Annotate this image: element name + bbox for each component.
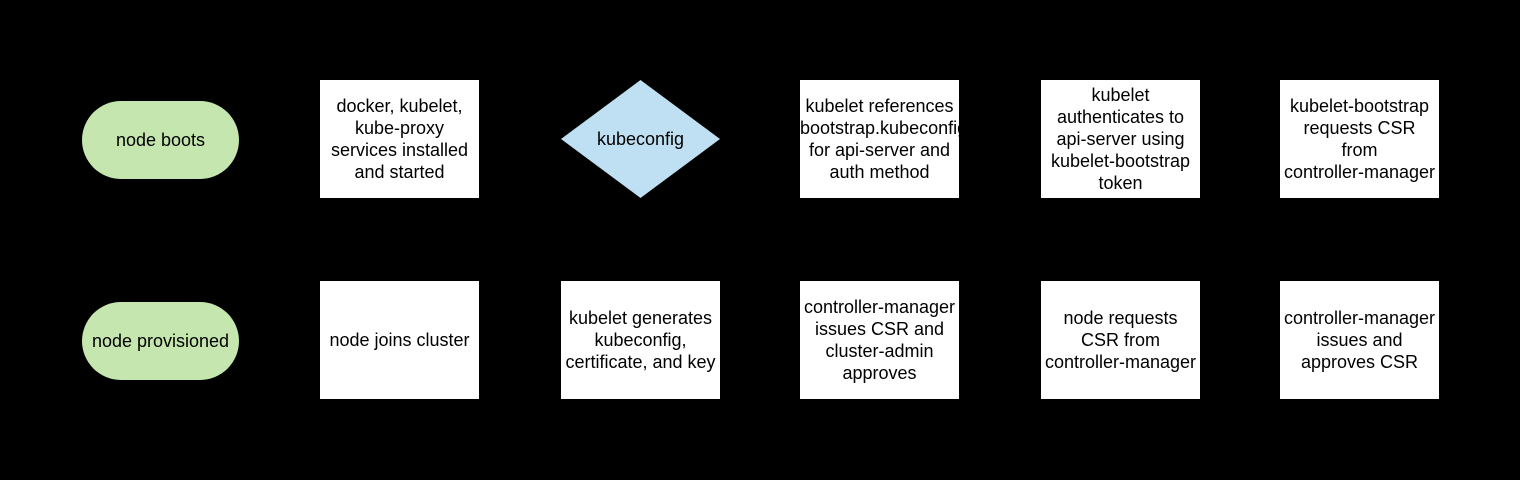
node-label: kubelet generates kubeconfig, certificat… [565,308,716,372]
node-label: kubelet-bootstrap requests CSR from cont… [1283,96,1436,182]
process-controller-manager-issues-csr: controller-manager issues CSR and cluste… [800,281,959,399]
node-label: controller-manager issues and approves C… [1283,308,1436,372]
process-kubelet-bootstrap-requests-csr: kubelet-bootstrap requests CSR from cont… [1280,80,1439,198]
terminator-node-provisioned: node provisioned [82,302,239,380]
terminator-node-boots: node boots [82,101,239,179]
process-kubelet-generates-kubeconfig: kubelet generates kubeconfig, certificat… [561,281,720,399]
process-kubelet-authenticates: kubelet authenticates to api-server usin… [1041,80,1200,198]
node-label: kubelet references bootstrap.kubeconfig … [800,96,959,182]
node-label: kubelet authenticates to api-server usin… [1050,85,1191,193]
node-label: controller-manager issues CSR and cluste… [803,297,956,383]
node-label: kubeconfig [596,129,685,149]
node-label: node requests CSR from controller-manage… [1044,308,1197,372]
decision-kubeconfig: kubeconfig [561,80,720,198]
process-node-joins-cluster: node joins cluster [320,281,479,399]
process-node-requests-csr: node requests CSR from controller-manage… [1041,281,1200,399]
node-label: docker, kubelet, kube-proxy services ins… [330,96,469,182]
node-label: node boots [115,130,206,150]
process-controller-manager-approves-csr: controller-manager issues and approves C… [1280,281,1439,399]
process-kubelet-references-bootstrap-kubeconfig: kubelet references bootstrap.kubeconfig … [800,80,959,198]
process-services-installed: docker, kubelet, kube-proxy services ins… [320,80,479,198]
node-label: node provisioned [91,331,230,351]
node-label: node joins cluster [329,330,470,350]
